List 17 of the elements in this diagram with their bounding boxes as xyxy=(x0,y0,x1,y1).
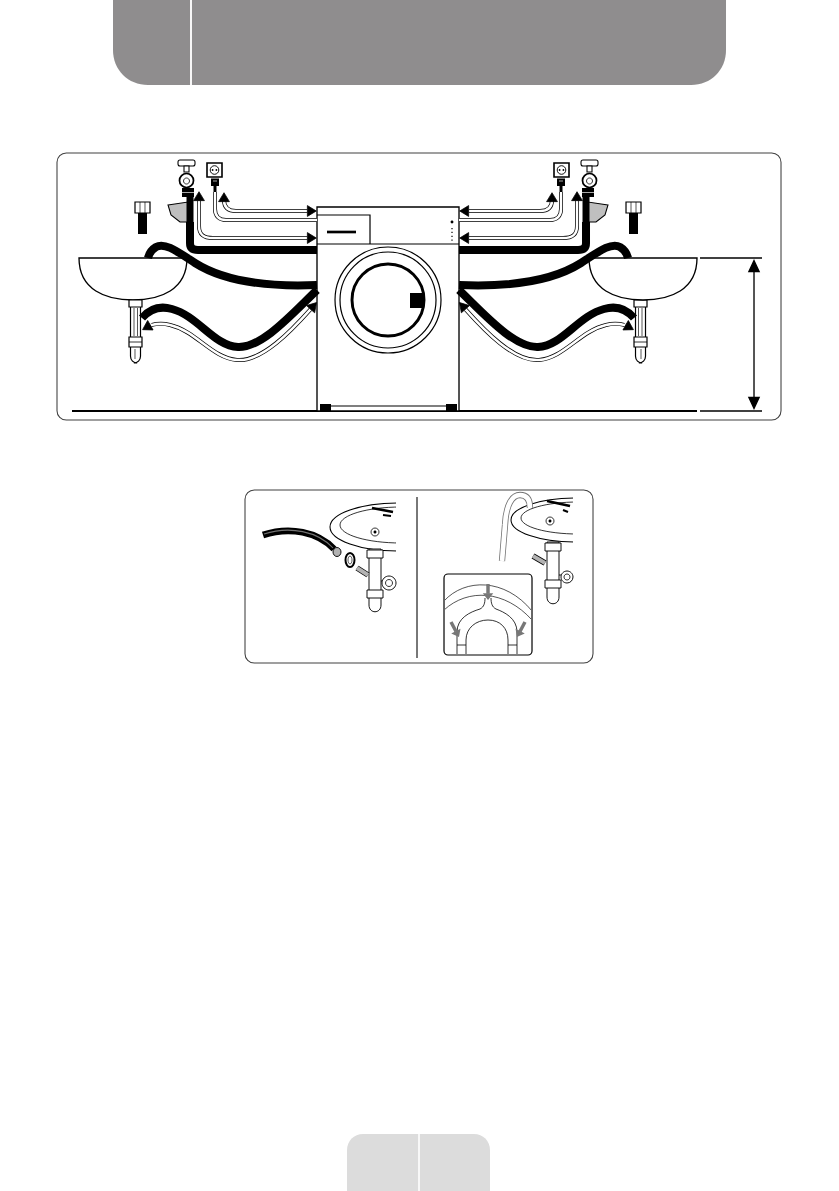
sink xyxy=(78,257,188,301)
drain-hose xyxy=(456,287,637,351)
washing-machine xyxy=(316,206,460,412)
power-socket xyxy=(553,162,570,192)
power-socket xyxy=(206,162,223,192)
arrow xyxy=(193,191,317,244)
drain-pipe xyxy=(128,299,143,364)
arrow xyxy=(142,302,317,362)
arrow xyxy=(459,302,634,362)
water-tap xyxy=(580,159,609,223)
sink xyxy=(588,257,698,301)
drain-hose xyxy=(458,241,632,290)
drain-hose xyxy=(144,241,318,290)
water-tap xyxy=(167,159,196,223)
drain-pipe xyxy=(633,299,648,364)
arrow xyxy=(459,191,583,244)
drain-hose xyxy=(139,287,320,351)
